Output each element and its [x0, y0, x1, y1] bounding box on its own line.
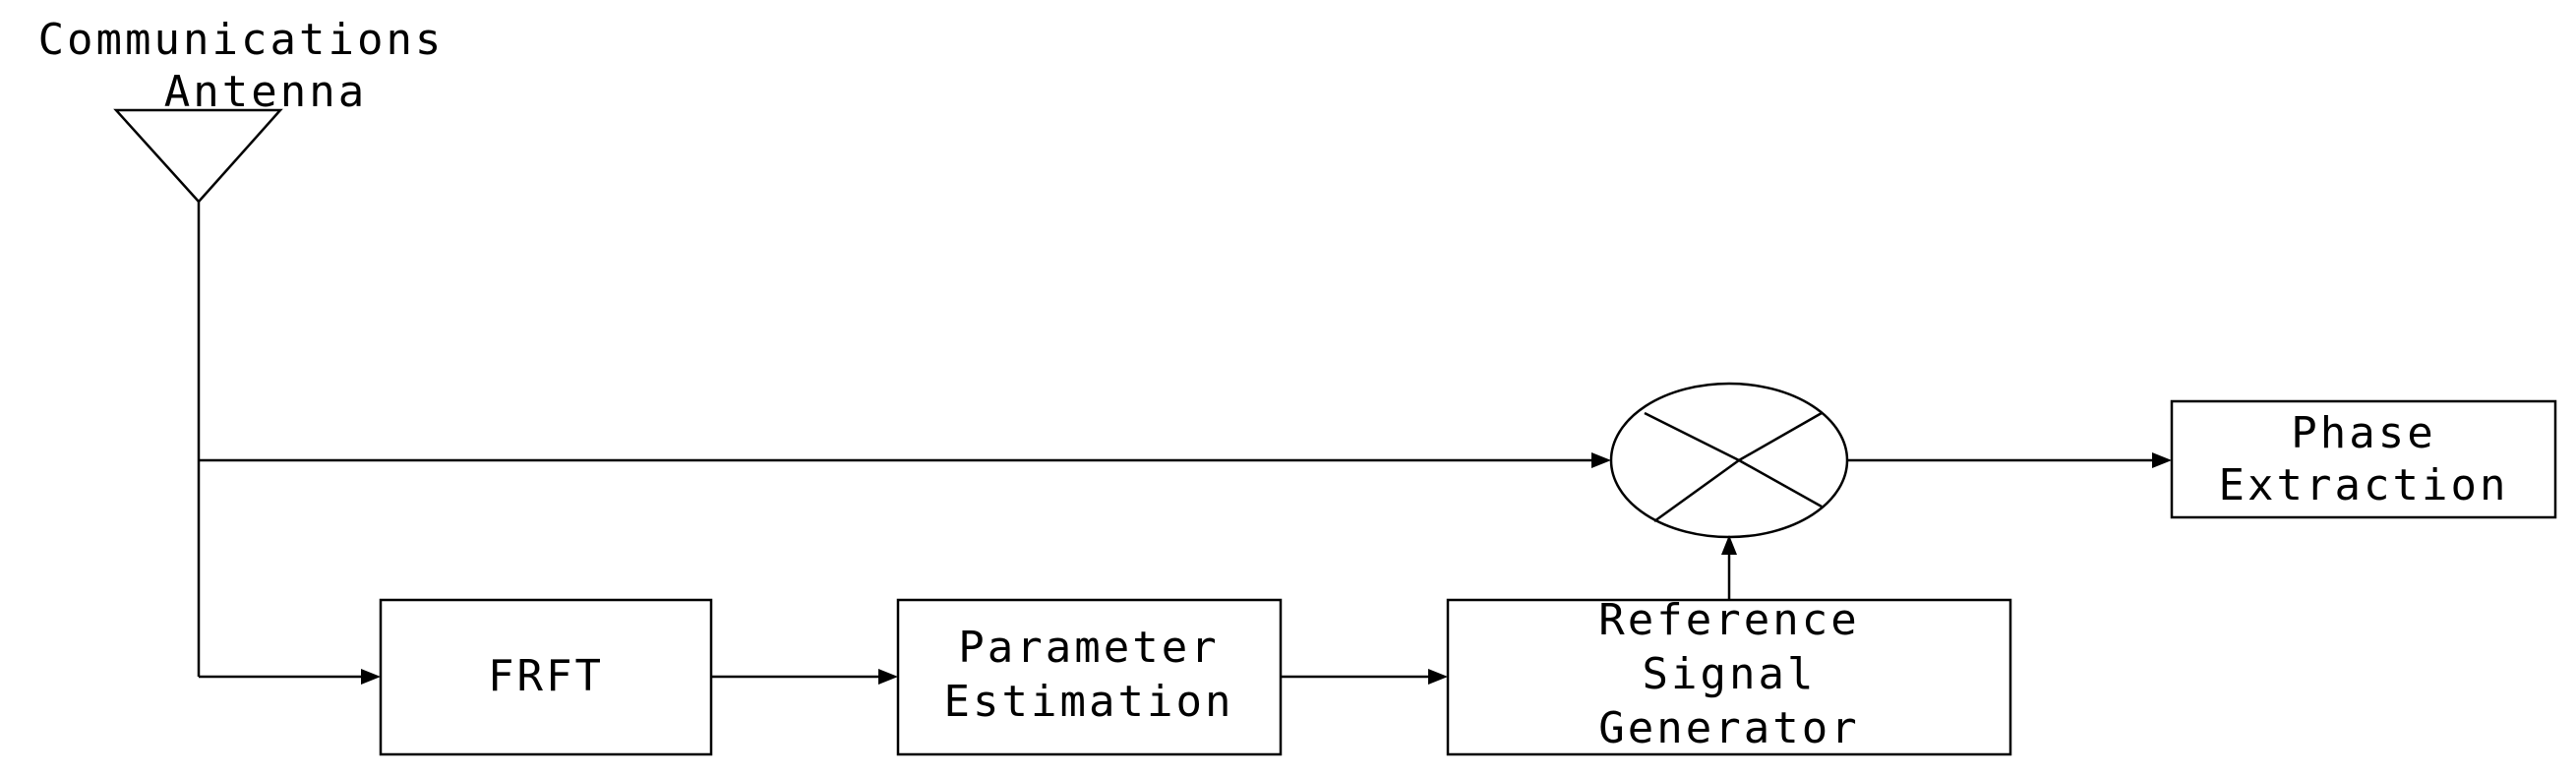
ref-label-line3: Generator [1598, 703, 1859, 753]
frft-block [379, 598, 713, 756]
frft-label: FRFT [488, 651, 604, 701]
mixer-icon [1609, 382, 1849, 539]
mixer-to-phase-arrow-icon [2152, 452, 2172, 468]
frft-to-param-arrow-icon [878, 669, 898, 685]
mixer-cross-line-3 [1738, 411, 1823, 462]
mixer-cross-line-2 [1738, 458, 1823, 508]
param-to-ref-arrow-icon [1428, 669, 1448, 685]
ref-label-line2: Signal [1643, 649, 1817, 699]
mixer-cross-line-4 [1653, 458, 1740, 523]
direct-path-arrow-icon [1591, 452, 1611, 468]
antenna-label-line2: Antenna [164, 67, 367, 117]
param-label-line1: Parameter [958, 623, 1219, 673]
phase-extraction-block [2170, 399, 2557, 519]
ref-to-mixer-arrow-icon [1721, 535, 1737, 555]
antenna-icon [113, 108, 283, 204]
phase-label-line2: Extraction [2219, 460, 2509, 510]
phase-label-line1: Phase [2291, 408, 2435, 458]
frft-input-arrow-icon [361, 669, 381, 685]
antenna-label-line1: Communications [38, 15, 445, 65]
parameter-estimation-block [896, 598, 1283, 756]
param-label-line2: Estimation [944, 677, 1234, 727]
reference-signal-generator-block [1446, 598, 2012, 756]
ref-label-line1: Reference [1598, 595, 1859, 645]
mixer-cross-line-1 [1644, 411, 1740, 462]
